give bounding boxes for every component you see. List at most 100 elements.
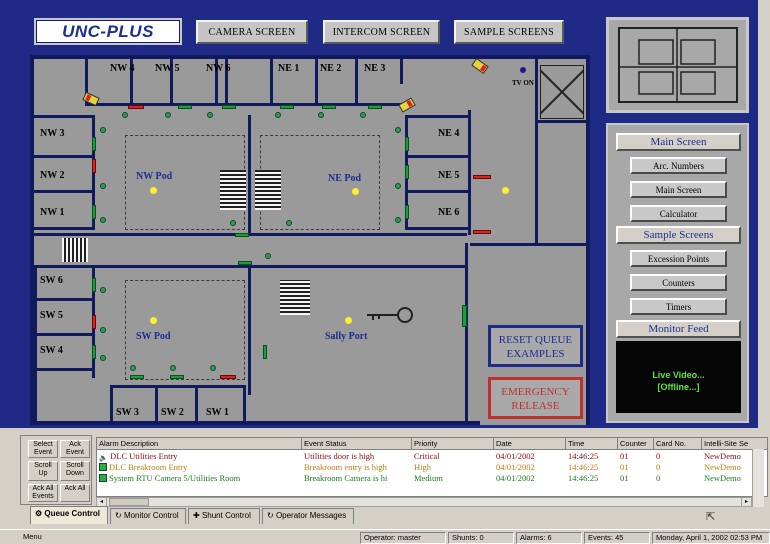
facility-minimap[interactable] (606, 17, 749, 113)
room-sw5[interactable]: SW 5 (40, 310, 63, 321)
tv-indicator-icon (520, 67, 526, 73)
table-cell-counter: 01 (620, 451, 629, 461)
table-cell-status: Utilities door is high (304, 451, 375, 461)
camera-screen-button[interactable]: CAMERA SCREEN (196, 20, 308, 44)
table-cell-site: NewDemo (704, 451, 741, 461)
reset-queue-examples-button[interactable]: RESET QUEUE EXAMPLES (488, 325, 583, 367)
checkbox-icon[interactable] (99, 474, 107, 482)
select-event-button[interactable]: Select Event (28, 440, 58, 458)
intercom-screen-button[interactable]: INTERCOM SCREEN (323, 20, 440, 44)
table-cell-priority: Critical (414, 451, 440, 461)
tab-monitor-control[interactable]: ↻ Monitor Control (110, 508, 186, 524)
scroll-down-button[interactable]: Scroll Down (60, 461, 90, 481)
column-card-no[interactable]: Card No. (654, 438, 702, 450)
tab-operator-messages[interactable]: ↻ Operator Messages (262, 508, 354, 524)
main-screen-header-button[interactable]: Main Screen (616, 133, 741, 151)
pod-ne-label[interactable]: NE Pod (328, 173, 362, 184)
corridor-stairs (62, 238, 88, 262)
table-cell-site: NewDemo (704, 462, 741, 472)
camera-icon[interactable] (398, 97, 418, 113)
column-priority[interactable]: Priority (412, 438, 494, 450)
room-ne5[interactable]: NE 5 (438, 170, 460, 181)
room-ne4[interactable]: NE 4 (438, 128, 460, 139)
table-cell-time: 14:46:25 (568, 451, 599, 461)
table-cell-date: 04/01/2002 (496, 462, 535, 472)
column-event-status[interactable]: Event Status (302, 438, 412, 450)
calculator-button[interactable]: Calculator (630, 205, 727, 222)
ack-all-button[interactable]: Ack All (60, 484, 90, 502)
timers-button[interactable]: Timers (630, 298, 727, 315)
sample-screens-button[interactable]: SAMPLE SCREENS (454, 20, 564, 44)
ack-all-events-button[interactable]: Ack All Events (28, 484, 58, 502)
camera-icon[interactable] (470, 57, 492, 75)
camera-icon[interactable] (82, 91, 102, 107)
monitor-feed-header-button[interactable]: Monitor Feed (616, 320, 741, 338)
room-nw4[interactable]: NW 4 (110, 63, 135, 74)
room-nw1[interactable]: NW 1 (40, 207, 65, 218)
tv-on-label: TV ON (512, 79, 534, 87)
pod-sw-label[interactable]: SW Pod (136, 331, 171, 342)
room-nw5[interactable]: NW 5 (155, 63, 180, 74)
counters-button[interactable]: Counters (630, 274, 727, 291)
sample-screens-header-button[interactable]: Sample Screens (616, 226, 741, 244)
menu-button[interactable]: Menu (23, 532, 42, 541)
sally-port-label[interactable]: Sally Port (325, 331, 368, 342)
tab-shunt-control[interactable]: ✚ Shunt Control (188, 508, 260, 524)
emergency-release-button[interactable]: EMERGENCY RELEASE (488, 377, 583, 419)
arc-numbers-button[interactable]: Arc. Numbers (630, 157, 727, 174)
column-intelli-site[interactable]: Intelli-Site Se (702, 438, 767, 450)
scroll-thumb[interactable] (109, 498, 149, 506)
alarm-queue-area: Select Event Ack Event Scroll Up Scroll … (0, 428, 770, 544)
tab-icon: ↻ (115, 511, 124, 520)
ack-event-button[interactable]: Ack Event (60, 440, 90, 458)
elevator-shaft (540, 65, 584, 119)
alarm-table-horizontal-scrollbar[interactable]: ◂ ▸ (96, 497, 752, 507)
table-cell-desc: 🔈DLC Utilities Entry (99, 451, 178, 462)
table-cell-priority: High (414, 462, 431, 472)
alarm-table-vertical-scrollbar[interactable] (752, 449, 764, 507)
room-nw3[interactable]: NW 3 (40, 128, 65, 139)
live-video-feed[interactable]: Live Video... [Offline...] (616, 341, 741, 413)
alarms-status: Alarms: 6 (516, 532, 582, 544)
room-nw6[interactable]: NW 6 (206, 63, 231, 74)
column-counter[interactable]: Counter (618, 438, 654, 450)
room-sw6[interactable]: SW 6 (40, 275, 63, 286)
scroll-up-button[interactable]: Scroll Up (28, 461, 58, 481)
table-row[interactable]: 🔈DLC Utilities Entry Utilities door is hi… (97, 451, 767, 462)
column-date[interactable]: Date (494, 438, 566, 450)
table-cell-counter: 01 (620, 462, 629, 472)
room-sw1[interactable]: SW 1 (206, 407, 229, 418)
room-sw3[interactable]: SW 3 (116, 407, 139, 418)
scroll-left-icon[interactable]: ◂ (97, 498, 107, 506)
navigation-frame: Main Screen Arc. Numbers Main Screen Cal… (598, 0, 758, 428)
pod-nw-label[interactable]: NW Pod (136, 171, 173, 182)
room-ne6[interactable]: NE 6 (438, 207, 460, 218)
mouse-cursor-icon: ⇱ (706, 511, 716, 523)
room-ne2[interactable]: NE 2 (320, 63, 342, 74)
column-alarm-description[interactable]: Alarm Description (97, 438, 302, 450)
table-cell-card: 0 (656, 462, 661, 472)
live-video-label: Live Video... (652, 370, 705, 380)
room-ne1[interactable]: NE 1 (278, 63, 300, 74)
column-time[interactable]: Time (566, 438, 618, 450)
minimap-floorplan (618, 27, 738, 103)
tab-icon: ⚙ (35, 509, 45, 518)
room-sw2[interactable]: SW 2 (161, 407, 184, 418)
room-sw4[interactable]: SW 4 (40, 345, 63, 356)
table-cell-date: 04/01/2002 (496, 451, 535, 461)
excession-points-button[interactable]: Excession Points (630, 250, 727, 267)
facility-map-frame: UNC-PLUS CAMERA SCREEN INTERCOM SCREEN S… (0, 0, 598, 428)
events-status: Events: 45 (584, 532, 650, 544)
scroll-right-icon[interactable]: ▸ (741, 498, 751, 506)
speaker-icon[interactable]: 🔈 (99, 454, 108, 462)
tab-queue-control[interactable]: ⚙ Queue Control (30, 506, 108, 524)
room-ne3[interactable]: NE 3 (364, 63, 386, 74)
room-nw2[interactable]: NW 2 (40, 170, 65, 181)
table-cell-date: 04/01/2002 (496, 473, 535, 483)
main-screen-button[interactable]: Main Screen (630, 181, 727, 198)
checkbox-icon[interactable] (99, 463, 107, 471)
screen-navigation-panel: Main Screen Arc. Numbers Main Screen Cal… (606, 123, 749, 423)
floor-plan: NW 4 NW 5 NW 6 NE 1 NE 2 NE 3 NW 3 NW 2 … (30, 55, 590, 425)
